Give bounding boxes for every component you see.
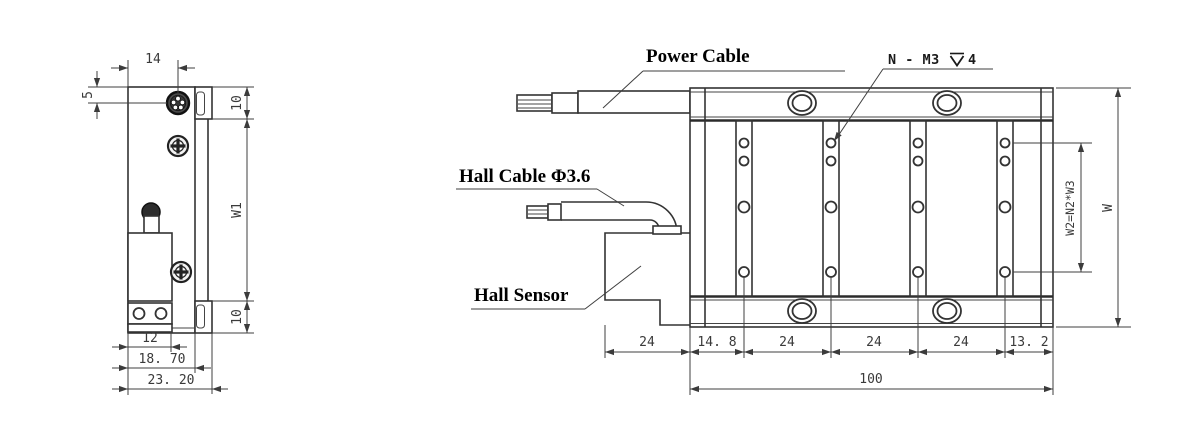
stator-body [689, 87, 1054, 328]
front-view: Power Cable Hall Cable Φ3.6 Hall Sensor … [456, 46, 1131, 395]
power-cable-geometry [516, 90, 691, 114]
hall-sensor-side [127, 202, 173, 333]
power-cable-callout: Power Cable [602, 46, 845, 109]
thread-note-depth: 4 [968, 52, 977, 68]
hall-cable-strands [526, 205, 549, 219]
dim-label: W1 [230, 202, 245, 218]
sensor-hole [154, 307, 168, 320]
power-cable-body [577, 90, 691, 114]
hall-cable-ferrule [547, 203, 562, 221]
dim-top-width: 14 [111, 52, 195, 93]
sensor-base-band [127, 323, 173, 333]
hall-cable-callout: Hall Cable Φ3.6 [456, 166, 625, 207]
thread-note-text: N - M3 [888, 52, 940, 68]
sensor-body [127, 232, 173, 302]
top-notch [196, 91, 205, 116]
screw-icon [166, 134, 190, 158]
thread-note-callout: N - M3 4 [831, 52, 993, 143]
dim-label: 12 [142, 331, 158, 346]
hall-sensor-front [604, 232, 690, 326]
dim-right-column: 10 W1 10 [212, 86, 254, 334]
hall-sensor-callout: Hall Sensor [471, 265, 642, 310]
screw-icon [169, 260, 193, 284]
dim-label: 24 [779, 335, 795, 350]
side-view: 14 5 10 W1 10 [81, 52, 254, 395]
dim-offset: 5 [81, 71, 167, 119]
dim-label: 23. 20 [148, 373, 195, 388]
dim-overall-width: W [1056, 87, 1131, 328]
sensor-hole [132, 307, 146, 320]
bottom-notch [196, 304, 205, 329]
hall-cable-collar [652, 225, 682, 235]
dim-overall-length: 100 [690, 372, 1053, 393]
dim-label: W [1101, 204, 1116, 212]
dim-winding-width: W2=N2*W3 [1013, 142, 1092, 273]
depth-symbol-icon [949, 55, 965, 68]
power-cable-strands [516, 94, 553, 112]
dim-label: 24 [639, 335, 655, 350]
hall-cable-label: Hall Cable Φ3.6 [459, 166, 590, 187]
power-cable-label: Power Cable [646, 46, 750, 67]
dim-label: 10 [230, 309, 245, 325]
hall-sensor-label: Hall Sensor [474, 285, 569, 306]
dim-label: W2=N2*W3 [1063, 180, 1077, 235]
dim-label: 24 [866, 335, 882, 350]
dim-bottom-chain: 12 18. 70 23. 20 [112, 331, 228, 395]
dim-label: 24 [953, 335, 969, 350]
bottom-clamp [194, 300, 213, 334]
hall-cable-inner-edge [561, 219, 660, 233]
coil-strips [735, 119, 1014, 298]
mounting-ovals [787, 90, 962, 324]
power-cable-ferrule [551, 92, 579, 114]
dim-label: 13. 2 [1009, 335, 1048, 350]
dim-length-chain: 24 14. 8 24 24 24 13. 2 [604, 277, 1054, 395]
dim-label: 18. 70 [139, 352, 186, 367]
sensor-stub [143, 215, 160, 234]
dim-label: 14 [145, 52, 161, 67]
dim-label: 100 [859, 372, 882, 387]
dim-label: 10 [230, 95, 245, 111]
cable-gland-icon [165, 90, 191, 116]
top-clamp [194, 86, 213, 120]
dim-label: 5 [81, 91, 96, 99]
dim-label: 14. 8 [697, 335, 736, 350]
